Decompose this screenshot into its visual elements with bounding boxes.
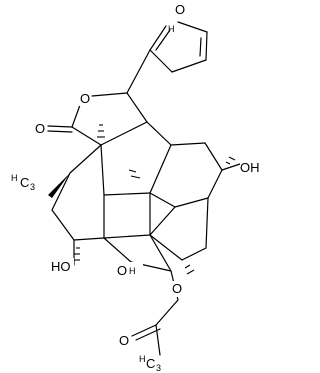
molecule-structure-diagram: O H O O OH H C 3 HO O H O O H C 3 <box>11 2 260 373</box>
lactone-carbonyl-oxygen-label: O <box>35 121 45 136</box>
ester-oxygen-label: O <box>172 281 182 296</box>
methyl-wedge-bond <box>48 173 70 198</box>
acetyl-carbonyl-oxygen-label: O <box>119 333 129 348</box>
bridge-overlap-h-label: H <box>129 266 136 276</box>
furan-ring <box>149 21 208 73</box>
methyl-c-label: C <box>20 175 29 190</box>
furan-oxygen-label: O <box>175 2 185 17</box>
bridge-oxygen-label: O <box>117 263 127 278</box>
acetyl-c-label: C <box>146 356 155 371</box>
hashed-bonds <box>72 124 236 275</box>
furan-h-label: H <box>168 24 175 34</box>
acetyl-h-label: H <box>139 354 146 364</box>
lactone-ring <box>47 92 148 146</box>
structure-svg: O H O O OH H C 3 HO O H O O H C 3 <box>11 2 260 373</box>
oh-right-bond <box>221 163 241 171</box>
acetyl-subscript-label: 3 <box>156 363 161 373</box>
methyl-subscript-label: 3 <box>30 182 35 192</box>
hydroxyl-right-label: OH <box>240 160 260 175</box>
lactone-ring-oxygen-label: O <box>80 91 90 106</box>
hydroxyl-left-label: HO <box>51 259 71 274</box>
methyl-h-label: H <box>11 173 18 183</box>
ring-system <box>51 121 223 272</box>
furan-link-bond <box>126 49 151 94</box>
